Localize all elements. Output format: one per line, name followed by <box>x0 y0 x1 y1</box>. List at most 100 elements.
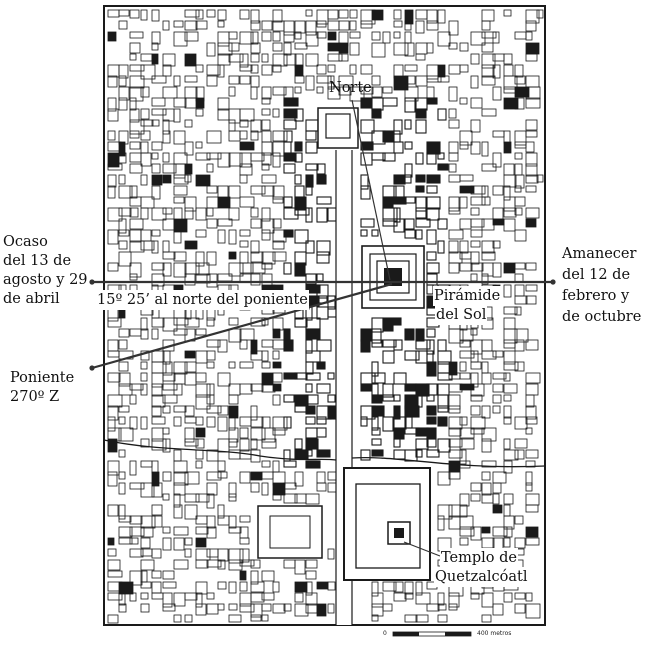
building-compound <box>525 141 535 153</box>
building-compound <box>503 504 511 517</box>
building-compound <box>217 42 233 56</box>
building-compound <box>415 174 426 183</box>
building-compound <box>118 427 134 442</box>
building-compound <box>404 614 418 623</box>
building-compound <box>173 229 182 244</box>
building-compound <box>129 185 138 199</box>
building-compound <box>217 581 227 590</box>
building-compound <box>151 592 164 600</box>
building-compound <box>272 130 288 142</box>
building-compound <box>140 240 155 251</box>
building-compound <box>294 405 308 413</box>
building-compound <box>239 361 254 369</box>
building-compound <box>338 42 349 54</box>
building-compound <box>503 53 513 65</box>
building-compound <box>217 438 230 453</box>
building-compound <box>195 416 204 426</box>
building-compound <box>217 64 225 78</box>
building-compound <box>151 581 162 594</box>
building-compound <box>459 196 468 209</box>
building-compound <box>129 526 145 537</box>
building-compound <box>459 350 475 359</box>
building-compound <box>437 394 449 409</box>
building-compound <box>382 603 393 612</box>
building-compound <box>206 251 217 266</box>
building-compound <box>162 163 177 174</box>
building-compound <box>217 471 228 479</box>
building-compound <box>316 471 326 484</box>
building-compound <box>162 130 171 144</box>
building-compound <box>459 515 474 530</box>
building-compound <box>294 559 306 575</box>
building-compound <box>140 9 148 21</box>
building-compound <box>525 284 538 292</box>
building-compound <box>261 31 272 42</box>
building-compound <box>360 64 373 75</box>
building-compound <box>184 207 194 220</box>
building-compound <box>294 152 303 163</box>
building-compound <box>305 394 319 405</box>
building-compound <box>459 361 467 372</box>
building-compound <box>492 526 508 537</box>
building-compound <box>305 570 317 580</box>
building-compound <box>140 130 151 141</box>
building-compound <box>294 141 303 152</box>
building-compound <box>305 75 315 91</box>
building-compound <box>305 207 313 223</box>
building-compound <box>514 185 522 193</box>
building-compound <box>272 416 288 431</box>
building-compound <box>525 42 540 55</box>
building-compound <box>393 31 401 39</box>
building-compound <box>525 493 540 506</box>
building-compound <box>239 108 255 122</box>
building-compound <box>250 42 261 54</box>
building-compound <box>151 570 162 579</box>
building-compound <box>371 416 379 431</box>
building-compound <box>206 361 215 369</box>
building-compound <box>184 262 200 275</box>
building-compound <box>261 350 269 362</box>
building-compound <box>206 416 216 428</box>
building-compound <box>327 64 336 73</box>
building-compound <box>415 581 423 596</box>
building-compound <box>140 207 149 220</box>
building-compound <box>448 460 461 473</box>
river <box>103 439 546 468</box>
building-compound <box>151 350 165 363</box>
building-compound <box>261 141 273 156</box>
building-compound <box>514 603 526 614</box>
building-compound <box>239 570 247 581</box>
building-compound <box>261 86 272 100</box>
building-compound <box>239 537 250 545</box>
building-compound <box>195 537 207 548</box>
building-compound <box>261 97 271 105</box>
building-compound <box>492 493 500 505</box>
building-compound <box>118 592 126 606</box>
building-compound <box>184 592 198 601</box>
building-compound <box>338 75 354 86</box>
building-compound <box>492 350 504 358</box>
building-compound <box>261 163 270 171</box>
building-compound <box>316 273 324 282</box>
building-compound <box>283 207 299 220</box>
building-compound <box>470 207 480 216</box>
building-compound <box>371 614 379 622</box>
building-compound <box>305 130 317 141</box>
building-compound <box>118 416 126 425</box>
building-compound <box>107 504 119 517</box>
building-compound <box>327 53 343 62</box>
building-compound <box>426 438 437 448</box>
building-compound <box>481 614 492 623</box>
building-compound <box>261 119 271 131</box>
building-compound <box>107 416 116 432</box>
building-compound <box>162 53 176 67</box>
building-compound <box>206 559 222 568</box>
building-compound <box>195 592 203 608</box>
building-compound <box>239 119 249 128</box>
building-compound <box>173 614 182 623</box>
building-compound <box>272 185 285 200</box>
building-compound <box>206 526 217 539</box>
building-compound <box>228 262 244 277</box>
building-compound <box>129 592 137 602</box>
